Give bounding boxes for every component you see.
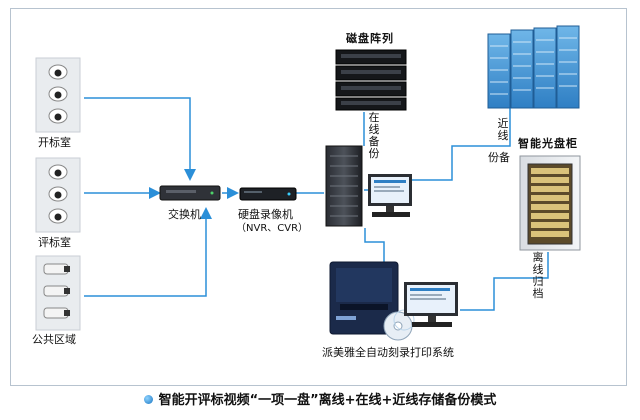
label-nvr-sub: （NVR、CVR）	[236, 223, 309, 234]
bullet-camera-icon	[43, 285, 70, 297]
dome-camera-icon	[48, 64, 68, 80]
disk-array-icon	[335, 49, 407, 111]
optical-disc-cabinet-icon	[519, 155, 581, 251]
line-workstation-cabinet	[460, 252, 549, 311]
edge-label-nearline-backup-b: 份备	[488, 151, 510, 164]
edge-label-offline-archive: 离线归档	[532, 251, 544, 300]
label-disk-array: 磁盘阵列	[346, 32, 394, 45]
label-pingbiao-room: 评标室	[38, 236, 71, 249]
diagram-frame	[10, 8, 627, 386]
line-workstation-nearline	[412, 108, 511, 181]
label-kaibiao-room: 开标室	[38, 136, 71, 149]
workstation-monitor-icon	[368, 174, 412, 217]
connection-lines	[84, 97, 549, 311]
footer-caption: 智能开评标视频“一项一盘”离线+在线+近线存储备份模式	[0, 390, 640, 412]
dome-camera-icon	[48, 186, 68, 202]
camera-group-pingbiao	[35, 157, 81, 233]
server-rack-icon	[325, 145, 363, 227]
dome-camera-icon	[48, 108, 68, 124]
edge-label-online-backup: 在线备份	[368, 111, 380, 160]
line-server-publisher	[364, 228, 385, 262]
label-optical-cabinet: 智能光盘柜	[518, 137, 578, 150]
bullet-camera-icon	[43, 263, 70, 275]
footer-title: 智能开评标视频“一项一盘”离线+在线+近线存储备份模式	[158, 393, 497, 408]
label-public-area: 公共区域	[32, 333, 76, 346]
bullet-camera-icon	[43, 307, 70, 319]
label-switch: 交换机	[168, 208, 201, 221]
dome-camera-icon	[48, 164, 68, 180]
label-nvr: 硬盘录像机	[238, 208, 293, 221]
nvr-icon	[239, 187, 297, 201]
edge-label-nearline-backup-a: 近线	[497, 117, 509, 142]
publisher-workstation-monitor-icon	[404, 282, 458, 327]
disc-publisher-icon	[329, 261, 399, 335]
camera-group-gonggong	[35, 255, 81, 331]
nearline-storage-racks-icon	[487, 25, 580, 109]
bullet-icon	[143, 395, 153, 404]
switch-icon	[159, 185, 221, 201]
dome-camera-icon	[48, 208, 68, 224]
line-gonggong-switch	[84, 207, 212, 297]
line-kaibiao-switch	[84, 97, 196, 181]
camera-group-kaibiao	[35, 57, 81, 133]
dome-camera-icon	[48, 86, 68, 102]
label-disc-publisher: 派美雅全自动刻录打印系统	[322, 346, 454, 359]
